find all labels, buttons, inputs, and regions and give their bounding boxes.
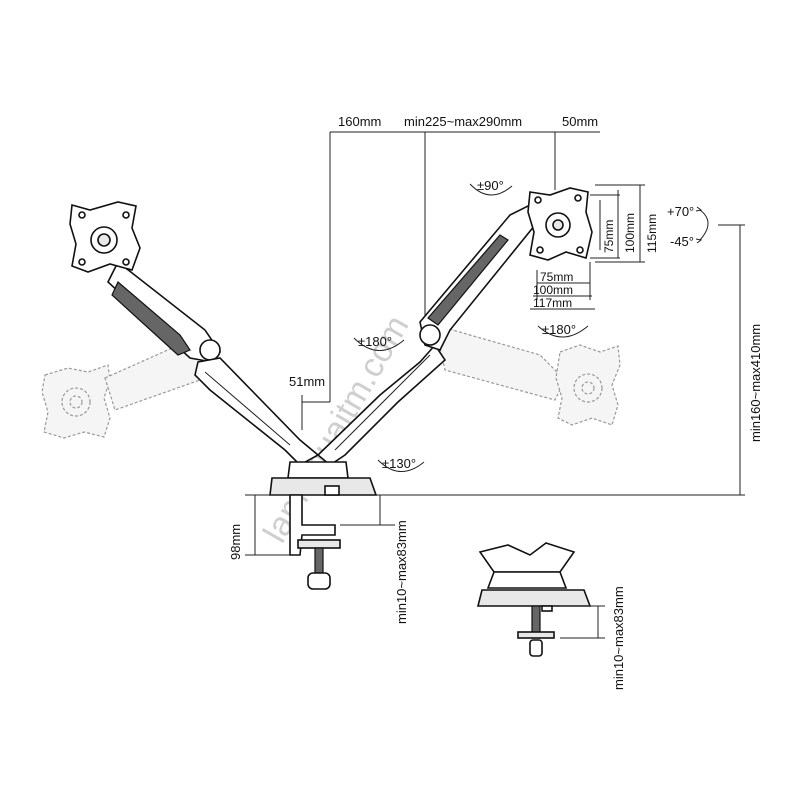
dim-clamp-range-label: min10~max83mm — [394, 520, 409, 624]
clamp-dimension-lines — [245, 494, 395, 556]
dim-115mm-vertical: 115mm — [645, 214, 659, 253]
grommet-mount — [476, 542, 592, 657]
dim-225-290-label: min225~max290mm — [404, 114, 522, 129]
center-column — [269, 461, 378, 496]
dim-grommet-range-label: min10~max83mm — [611, 586, 626, 690]
base-rotation-icon — [377, 459, 425, 472]
right-upper-arm — [419, 203, 536, 351]
dim-51mm-label: 51mm — [289, 374, 325, 389]
ghost-left-monitor — [41, 339, 206, 439]
dim-100mm-vertical: 100mm — [623, 213, 637, 253]
tilt-up-label: +70° — [667, 204, 694, 219]
arm-right-rotation-label: ±180° — [542, 322, 576, 337]
tilt-arc-icon — [699, 209, 709, 241]
right-vesa-plate — [527, 187, 593, 261]
top-dimension-lines — [301, 131, 600, 430]
dim-160mm-label: 160mm — [338, 114, 381, 129]
desk-clamp — [289, 494, 341, 590]
swivel-arc-icon — [469, 183, 513, 196]
dim-75mm-horizontal: 75mm — [540, 270, 573, 284]
dim-50mm-label: 50mm — [562, 114, 598, 129]
swivel-label: ±90° — [477, 178, 504, 193]
dim-117mm-horizontal: 117mm — [533, 296, 572, 310]
height-dimension-lines — [370, 224, 745, 496]
arm-right-rotation-icon — [537, 325, 589, 338]
arm-left-rotation-label: ±180° — [358, 334, 392, 349]
left-upper-arm — [107, 260, 221, 363]
arm-left-rotation-icon — [353, 337, 405, 351]
base-rotation-label: ±130° — [382, 456, 416, 471]
grommet-dimension-lines — [560, 605, 605, 639]
dim-98mm-label: 98mm — [228, 524, 243, 560]
vesa-dimension-lines — [530, 184, 645, 310]
dim-75mm-vertical: 75mm — [602, 220, 616, 253]
tilt-down-label: -45° — [670, 234, 694, 249]
ghost-right-monitor — [434, 324, 621, 426]
dim-height-range: min160~max410mm — [748, 324, 763, 442]
dim-100mm-horizontal: 100mm — [533, 283, 573, 297]
left-vesa-plate — [69, 201, 141, 273]
